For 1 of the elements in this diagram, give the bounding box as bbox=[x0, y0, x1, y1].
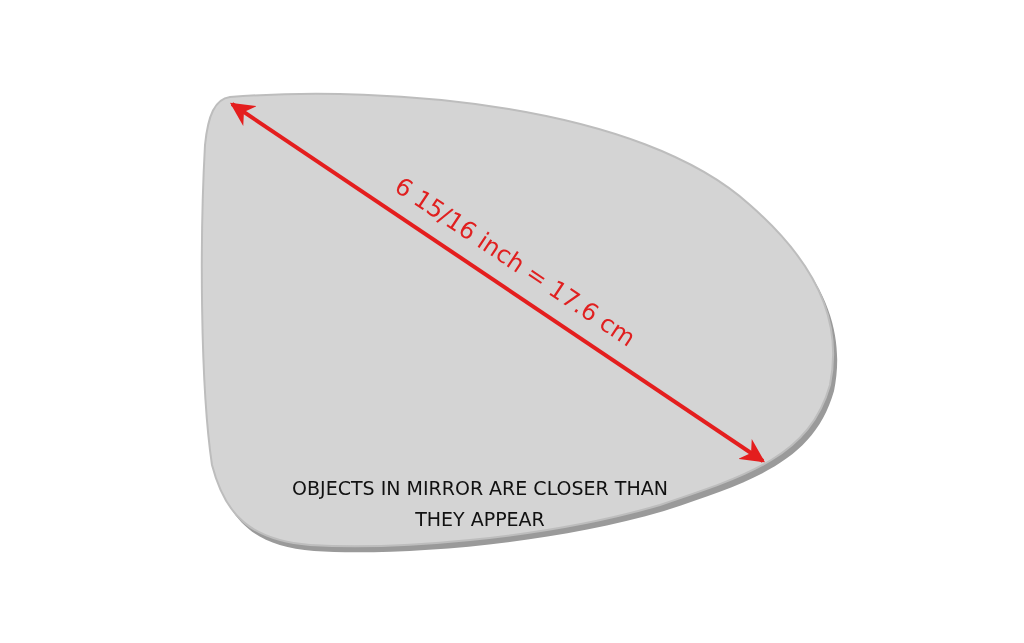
warning-text: OBJECTS IN MIRROR ARE CLOSER THAN THEY APPEAR bbox=[291, 476, 669, 532]
